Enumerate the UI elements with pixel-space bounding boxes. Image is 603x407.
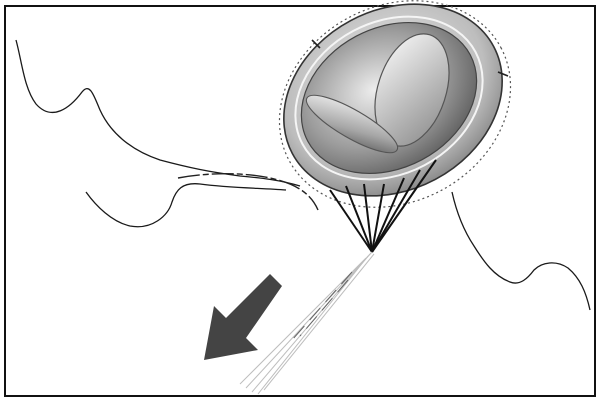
direction-arrow — [204, 274, 282, 360]
tissue-outline-left — [16, 40, 300, 186]
suture-tails — [240, 252, 374, 394]
tissue-outline-lower-left — [86, 184, 286, 227]
tissue-outline-right — [452, 192, 590, 310]
suture-thread-left — [178, 174, 318, 210]
